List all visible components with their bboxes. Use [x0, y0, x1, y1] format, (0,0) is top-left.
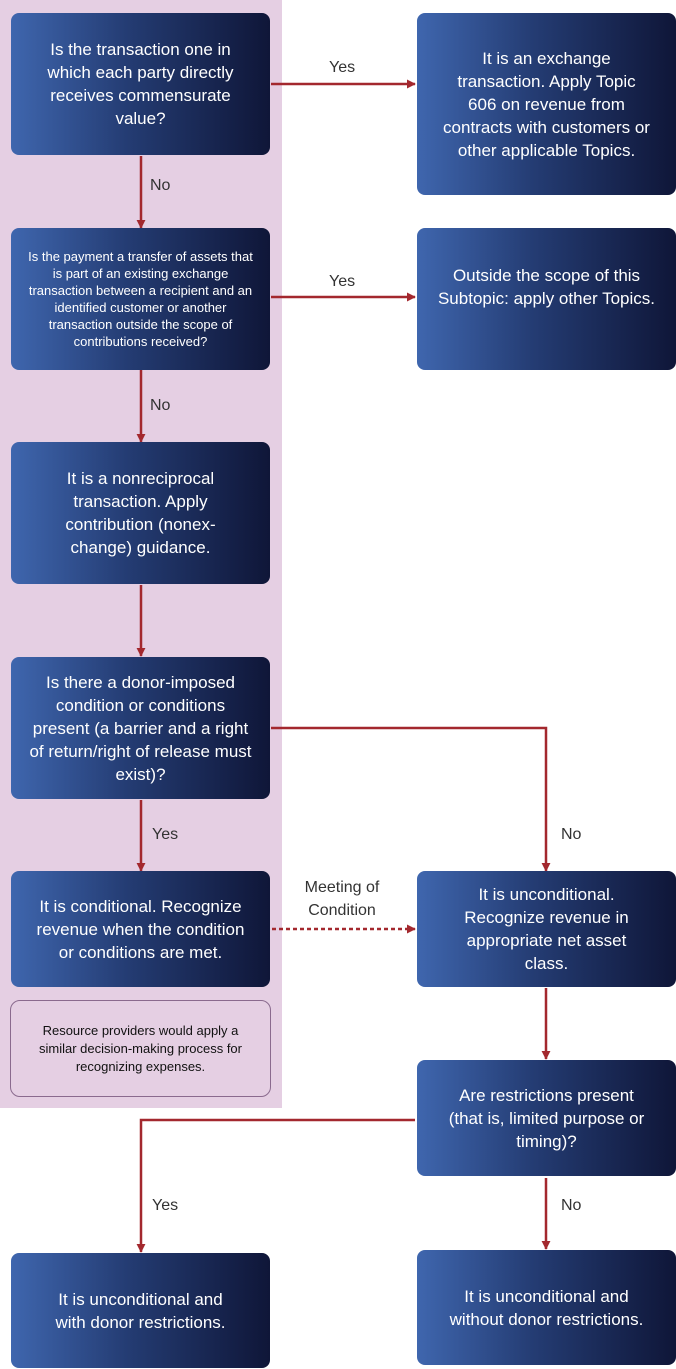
- exchange-question-box: Is the transaction one in which each par…: [11, 13, 270, 155]
- conditional-box: It is conditional. Recognize revenue whe…: [11, 871, 270, 987]
- outside-scope-box: Outside the scope of this Subtopic: appl…: [417, 228, 676, 370]
- label-yes-outside-scope: Yes: [329, 273, 356, 290]
- label-meeting-of-condition: Meeting of Condition: [304, 879, 380, 919]
- without-restrictions-box: It is unconditional and without donor re…: [417, 1250, 676, 1365]
- label-no-restrictions: No: [561, 1197, 582, 1214]
- with-restrictions-box: It is unconditional and with donor restr…: [11, 1253, 270, 1368]
- restrictions-question-box: Are restrictions present (that is, limit…: [417, 1060, 676, 1176]
- label-no-outside-scope: No: [150, 397, 171, 414]
- donor-condition-question-box: Is there a donor-imposed condition or co…: [11, 657, 270, 799]
- nonreciprocal-box: It is a nonreciprocal transaction. Apply…: [11, 442, 270, 584]
- unconditional-box: It is unconditional. Recognize revenue i…: [417, 871, 676, 987]
- resource-providers-note: Resource providers would apply a similar…: [10, 1000, 271, 1097]
- label-no-condition: No: [561, 826, 582, 843]
- arrow-q3-no: [271, 726, 551, 872]
- label-yes-restrictions: Yes: [152, 1197, 179, 1214]
- label-yes-exchange: Yes: [329, 59, 356, 76]
- exchange-transaction-box: It is an exchange transaction. Apply Top…: [417, 13, 676, 195]
- label-yes-condition: Yes: [152, 826, 179, 843]
- transfer-question-box: Is the payment a transfer of assets that…: [11, 228, 270, 370]
- label-no-exchange: No: [150, 177, 171, 194]
- arrow-q4-yes: [136, 1118, 415, 1253]
